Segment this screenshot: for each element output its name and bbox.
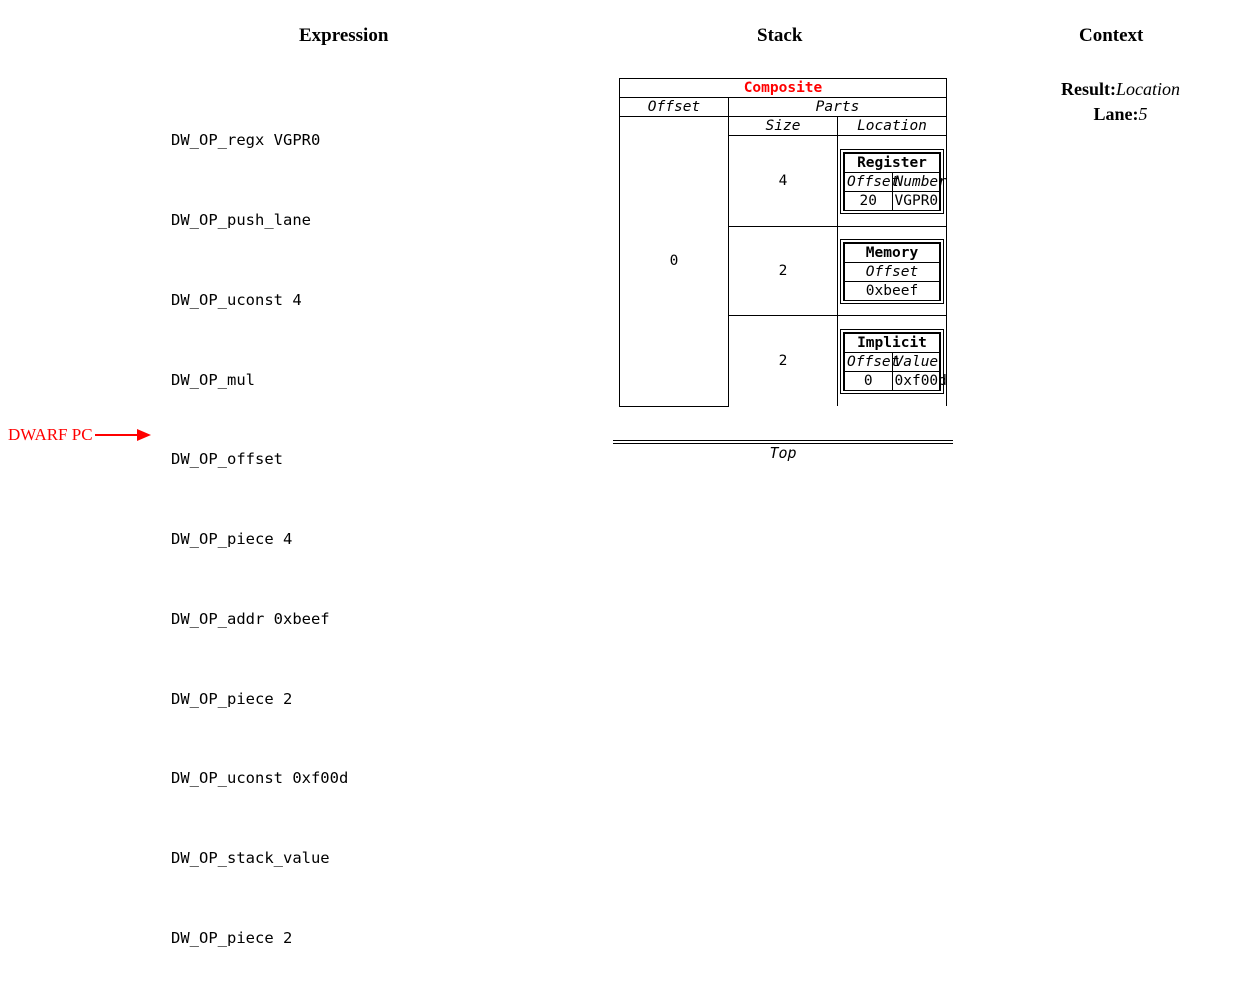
location-col2-header: Value: [891, 351, 940, 372]
table-row-subheaders: Offset Number: [844, 171, 947, 192]
table-row-values: 0xbeef: [844, 280, 940, 300]
part-size: 4: [728, 135, 838, 227]
expression-line: DW_OP_stack_value: [171, 849, 330, 868]
location-col1-header: Offset: [844, 171, 899, 192]
offset-column-header: Offset: [619, 97, 729, 117]
table-row-headers-1: Offset Parts: [619, 97, 947, 117]
table-row-subheaders: Offset Value: [844, 351, 940, 372]
location-col2-value: VGPR0: [891, 190, 940, 210]
location-kind: Implicit: [844, 332, 940, 353]
location-box-register: Register Offset Number 20 VGPR0: [840, 148, 947, 214]
expression-line: DW_OP_push_lane: [171, 210, 311, 229]
table-row-kind: Register: [844, 152, 940, 173]
table-row-part: 4 Register Offset Number: [620, 135, 947, 227]
expression-line: DW_OP_uconst 0xf00d: [171, 769, 349, 788]
location-kind: Register: [844, 152, 940, 173]
dwarf-pc-marker: DWARF PC: [8, 425, 151, 445]
page-title-context: Context: [1079, 25, 1144, 46]
expression-line: DW_OP_addr 0xbeef: [171, 609, 330, 628]
table-row-values: 0 0xf00d: [844, 370, 947, 390]
location-col1-header: Offset: [844, 261, 940, 282]
context-key: Result:: [1060, 79, 1116, 99]
location-kind: Memory: [844, 242, 940, 263]
location-col1-value: 0xbeef: [844, 280, 940, 300]
part-size: 2: [728, 226, 838, 316]
part-location-cell: Implicit Offset Value 0 0xf00d: [837, 315, 947, 406]
context-panel: Result:Location Lane:5: [1000, 77, 1241, 127]
location-box-memory: Memory Offset 0xbeef: [840, 238, 944, 304]
table-row-part: 2 Implicit Offset Value: [620, 315, 947, 406]
register-location-table: Register Offset Number 20 VGPR0: [844, 152, 947, 210]
location-column-header: Location: [837, 116, 947, 136]
stack-bottom-rule: [613, 440, 953, 444]
part-location-cell: Register Offset Number 20 VGPR0: [837, 135, 947, 227]
stack-top-label: Top: [769, 444, 797, 462]
page-title-stack: Stack: [757, 25, 803, 46]
page-title-expression: Expression: [299, 25, 389, 46]
expression-line: DW_OP_piece 2: [171, 689, 293, 708]
expression-line: DW_OP_regx VGPR0: [171, 131, 321, 150]
stack-table: Composite Offset Parts 0 Size Location 4: [619, 78, 947, 407]
location-col2-header: Number: [891, 171, 947, 192]
table-row-kind: Implicit: [844, 332, 940, 353]
location-col2-value: 0xf00d: [891, 370, 947, 390]
table-row-subheaders: Offset: [844, 261, 940, 282]
expression-line: DW_OP_piece 4: [171, 530, 293, 549]
location-col1-header: Offset: [844, 351, 899, 372]
table-row-headers-2: 0 Size Location: [619, 116, 947, 407]
expression-listing: DW_OP_regx VGPR0 DW_OP_push_lane DW_OP_u…: [171, 74, 348, 1000]
expression-line: DW_OP_uconst 4: [171, 290, 302, 309]
context-value: Location: [1115, 79, 1180, 99]
table-row-kind: Memory: [844, 242, 940, 263]
context-row-lane: Lane:5: [1000, 102, 1241, 127]
stack-table-container: Composite Offset Parts 0 Size Location 4: [619, 78, 947, 407]
memory-location-table: Memory Offset 0xbeef: [844, 242, 940, 300]
offset-value: 0: [619, 116, 729, 407]
dwarf-pc-label: DWARF PC: [8, 425, 93, 444]
part-location-cell: Memory Offset 0xbeef: [837, 226, 947, 316]
location-col1-value: 20: [844, 190, 893, 210]
expression-line: DW_OP_piece 2: [171, 929, 293, 947]
table-row-composite-title: Composite: [619, 78, 947, 98]
location-box-implicit: Implicit Offset Value 0 0xf00d: [840, 328, 947, 394]
context-value: 5: [1138, 104, 1148, 124]
location-col1-value: 0: [844, 370, 893, 390]
arrow-right-icon: [94, 429, 151, 441]
implicit-location-table: Implicit Offset Value 0 0xf00d: [844, 332, 947, 390]
context-row-result: Result:Location: [1000, 77, 1241, 102]
part-size: 2: [728, 315, 838, 406]
expression-line: DW_OP_mul: [171, 370, 255, 389]
table-row-values: 20 VGPR0: [844, 190, 940, 210]
context-key: Lane:: [1093, 104, 1139, 124]
composite-title: Composite: [619, 78, 947, 98]
table-row-part: 2 Memory Offset: [620, 226, 947, 316]
expression-line: DW_OP_offset: [171, 450, 283, 469]
size-column-header: Size: [728, 116, 838, 136]
parts-column-header: Parts: [728, 97, 947, 117]
